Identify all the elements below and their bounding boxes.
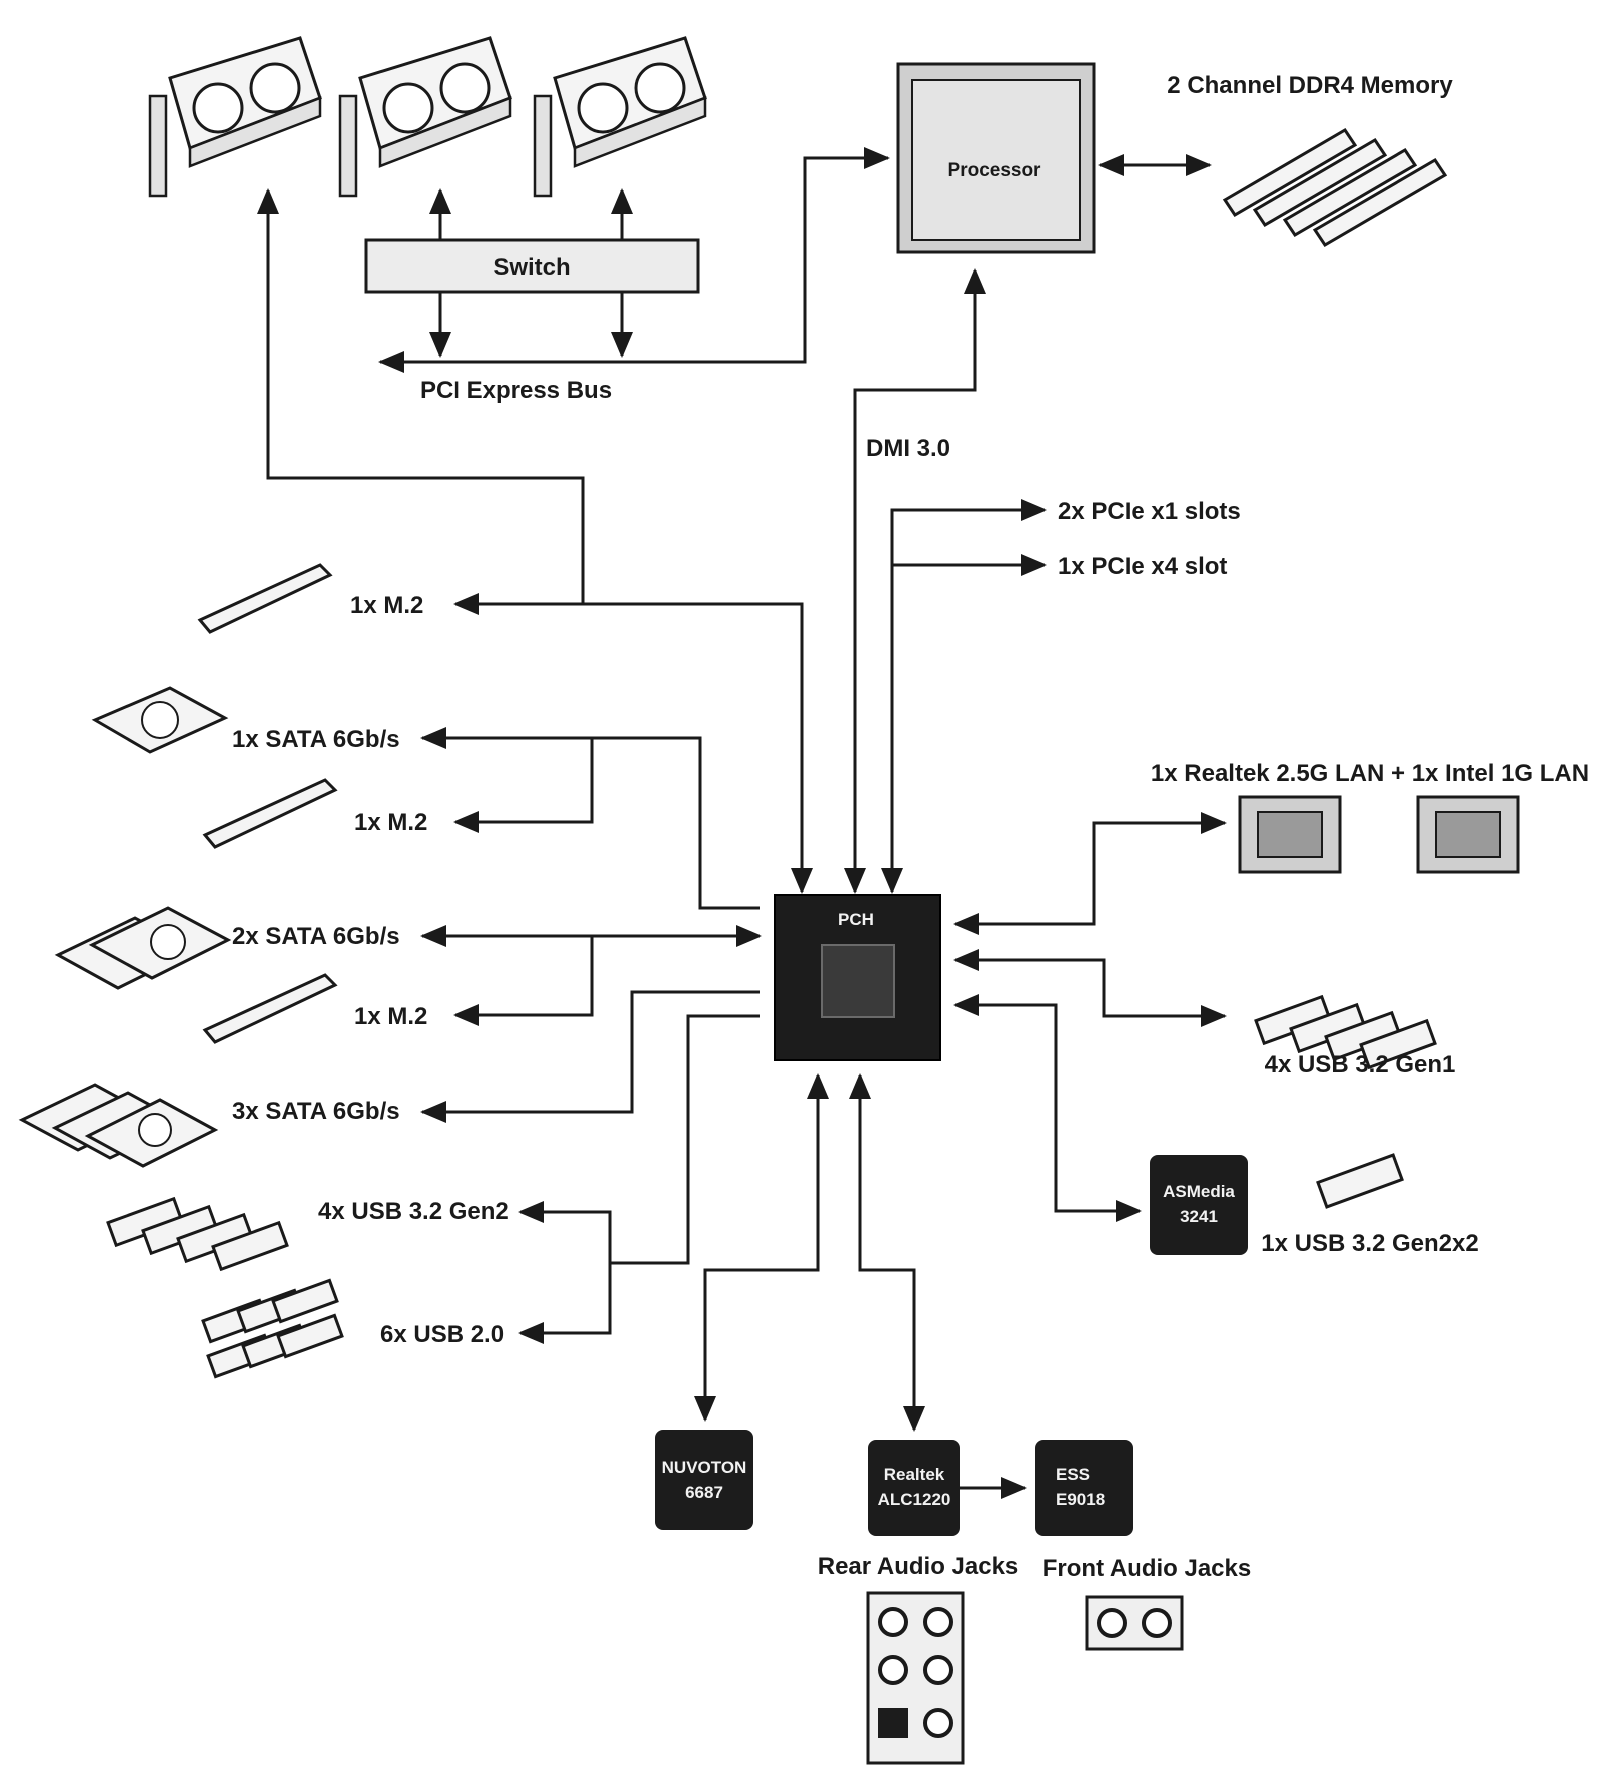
m2-label-3: 1x M.2	[354, 1003, 427, 1030]
usb-gen1-link	[953, 949, 1227, 1027]
intel-lan-port-icon	[1416, 795, 1520, 874]
sata-label-1: 1x SATA 6Gb/s	[232, 726, 400, 753]
sata-drive-2-icon	[54, 906, 232, 990]
ess-dac-chip: ESS E9018	[1035, 1440, 1133, 1536]
usb-20-icon	[201, 1278, 344, 1379]
realtek-label-line2: ALC1220	[878, 1490, 951, 1509]
sata-3-link	[420, 990, 760, 1123]
gpu-card-1-icon	[148, 36, 322, 198]
realtek-lan-port-icon	[1238, 795, 1342, 874]
asmedia-chip: ASMedia 3241	[1150, 1155, 1248, 1255]
switch-block: Switch	[364, 238, 700, 294]
m2-drive-2-icon	[202, 778, 338, 849]
usb-gen1-icon	[1254, 994, 1437, 1070]
nuvoton-label-line2: 6687	[685, 1483, 723, 1502]
front-audio-jacks-icon	[1085, 1595, 1184, 1651]
sata-label-2: 2x SATA 6Gb/s	[232, 923, 400, 950]
gpu-card-2-icon	[338, 36, 512, 198]
asmedia-label-line2: 3241	[1180, 1207, 1218, 1226]
m2-2-link	[453, 738, 594, 833]
front-audio-label: Front Audio Jacks	[1043, 1555, 1251, 1582]
dmi-label: DMI 3.0	[866, 435, 950, 462]
realtek-audio-link	[849, 1073, 925, 1432]
pcie-x4-label: 1x PCIe x4 slot	[1058, 553, 1227, 580]
m2-drive-3-icon	[202, 973, 338, 1044]
sata-drive-3-icon	[18, 1083, 219, 1168]
usb-gen2x2-label: 1x USB 3.2 Gen2x2	[1261, 1230, 1478, 1257]
gpu-card-3-icon	[533, 36, 707, 198]
m2-label-1: 1x M.2	[350, 592, 423, 619]
nuvoton-chip: NUVOTON 6687	[655, 1430, 753, 1530]
dmi-link	[844, 268, 986, 894]
m2-3-link	[453, 936, 594, 1026]
sata-1-link	[420, 727, 760, 910]
usb-20-link	[518, 1263, 612, 1344]
switch-label: Switch	[493, 254, 570, 281]
nuvoton-label-line1: NUVOTON	[662, 1458, 747, 1477]
pcie-x1-label: 2x PCIe x1 slots	[1058, 498, 1241, 525]
usb-gen2-link	[518, 1014, 760, 1265]
usb-gen2-label: 4x USB 3.2 Gen2	[318, 1198, 509, 1225]
usb-gen2-icon	[106, 1196, 289, 1272]
asmedia-label-line1: ASMedia	[1163, 1182, 1235, 1201]
asmedia-link	[953, 994, 1142, 1222]
lan-label: 1x Realtek 2.5G LAN + 1x Intel 1G LAN	[1151, 760, 1589, 787]
sata-drive-1-icon	[91, 686, 229, 754]
usb-gen1-label: 4x USB 3.2 Gen1	[1265, 1051, 1456, 1078]
pch-label: PCH	[838, 910, 874, 929]
rear-audio-label: Rear Audio Jacks	[818, 1553, 1019, 1580]
processor-label: Processor	[948, 160, 1042, 181]
m2-drive-1-icon	[197, 563, 333, 634]
lan-link	[953, 812, 1227, 935]
ddr4-memory-icon	[1222, 127, 1448, 248]
nuvoton-link	[694, 1073, 829, 1422]
processor-chip: Processor	[896, 62, 1096, 254]
pch-chip: PCH	[774, 894, 941, 1061]
sata-label-3: 3x SATA 6Gb/s	[232, 1098, 400, 1125]
usb-gen2x2-icon	[1316, 1153, 1404, 1209]
usb-20-label: 6x USB 2.0	[380, 1321, 504, 1348]
gpu1-pch-link	[257, 188, 813, 894]
ess-label-line1: ESS	[1056, 1465, 1090, 1484]
pcie-x1-link	[881, 499, 1047, 894]
memory-label: 2 Channel DDR4 Memory	[1167, 72, 1453, 99]
pci-bus-label: PCI Express Bus	[420, 377, 612, 404]
rear-audio-jacks-icon	[866, 1591, 965, 1765]
ess-label-line2: E9018	[1056, 1490, 1105, 1509]
realtek-label-line1: Realtek	[884, 1465, 945, 1484]
realtek-audio-chip: Realtek ALC1220	[868, 1440, 960, 1536]
m2-label-2: 1x M.2	[354, 809, 427, 836]
